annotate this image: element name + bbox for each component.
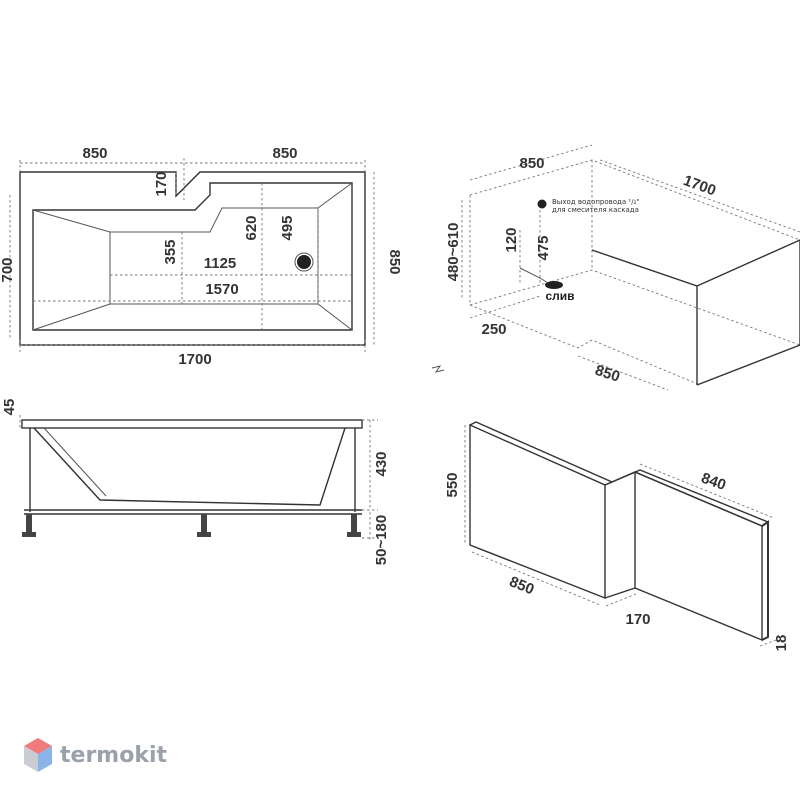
top-view: 850 850 170 620 495 355 1125 1570 1700 7… (0, 145, 403, 368)
dim-line (471, 551, 601, 606)
drain-ring (294, 252, 314, 272)
dim-line (577, 355, 669, 391)
slope-line (32, 209, 111, 233)
dim-1570: 1570 (205, 281, 238, 298)
panel-top-edge (469, 421, 614, 486)
iso-view: 850 1700 480~610 120 475 250 850 Выход в… (431, 144, 800, 391)
iso-dim-475: 475 (535, 235, 552, 260)
panel-dim-550: 550 (444, 472, 461, 497)
panel-thickness (761, 520, 769, 641)
side-frame (24, 428, 362, 515)
brand-logo: termokit (24, 738, 167, 772)
drain-pipe (519, 267, 549, 284)
slope-line (317, 303, 353, 331)
dim-line (469, 295, 541, 319)
dim-495: 495 (279, 215, 296, 240)
iso-dim-250: 250 (481, 321, 506, 338)
water-inlet-icon (537, 199, 547, 209)
iso-dim-850: 850 (519, 155, 544, 172)
iso-dim-120: 120 (503, 227, 520, 252)
dim-850-side: 850 (386, 249, 403, 274)
dim-355: 355 (162, 239, 179, 264)
dim-700: 700 (0, 257, 16, 282)
panel-dim-840: 840 (699, 470, 728, 495)
inlet-note-line1: Выход водопровода ¹/₂" (552, 198, 640, 206)
leg-foot (197, 532, 211, 537)
brand-name: termokit (60, 743, 167, 768)
iso-front-box (591, 239, 800, 386)
iso-dim-850-bottom: 850 (593, 362, 622, 386)
side-rim (21, 419, 363, 429)
iso-hidden-edges (469, 159, 800, 386)
side-legs (22, 514, 361, 537)
break-mark (431, 365, 445, 373)
panel-dim-18: 18 (773, 635, 790, 652)
dim-1125: 1125 (204, 255, 237, 272)
dim-430: 430 (373, 451, 390, 476)
top-view-outer-rim (19, 171, 366, 346)
panel-right (634, 471, 763, 642)
drain-icon (545, 281, 563, 289)
leg-foot (347, 532, 361, 537)
dim-line (639, 463, 775, 519)
dim-line (599, 159, 800, 233)
iso-dim-480-610: 480~610 (445, 223, 462, 282)
logo-cube-left (24, 746, 38, 772)
drain-icon (297, 255, 311, 269)
dim-line (469, 144, 593, 181)
dim-620: 620 (243, 215, 260, 240)
side-view: 45 430 50~180 (1, 399, 390, 566)
dim-1700: 1700 (178, 351, 211, 368)
panel-outline (469, 423, 606, 600)
leg (26, 514, 32, 534)
dim-850-left: 850 (82, 145, 107, 162)
leg (351, 514, 357, 534)
panel-step (604, 470, 636, 599)
dim-45: 45 (1, 399, 18, 416)
dim-line (605, 593, 637, 607)
logo-cube-right (38, 746, 52, 772)
panel-dim-170: 170 (625, 611, 650, 628)
inlet-note-line2: для смесителя каскада (552, 206, 639, 214)
leg (201, 514, 207, 534)
side-bowl (33, 427, 346, 506)
slope-line (317, 182, 353, 209)
drain-label: слив (545, 289, 574, 303)
dim-50-180: 50~180 (373, 515, 390, 565)
dim-850-right: 850 (272, 145, 297, 162)
side-bowl-inner (43, 427, 107, 497)
leg-foot (22, 532, 36, 537)
dim-170-step: 170 (153, 171, 170, 196)
top-view-inner-bowl (32, 182, 353, 331)
slope-line (32, 303, 111, 331)
panel-view: 550 840 850 170 18 (444, 421, 790, 652)
